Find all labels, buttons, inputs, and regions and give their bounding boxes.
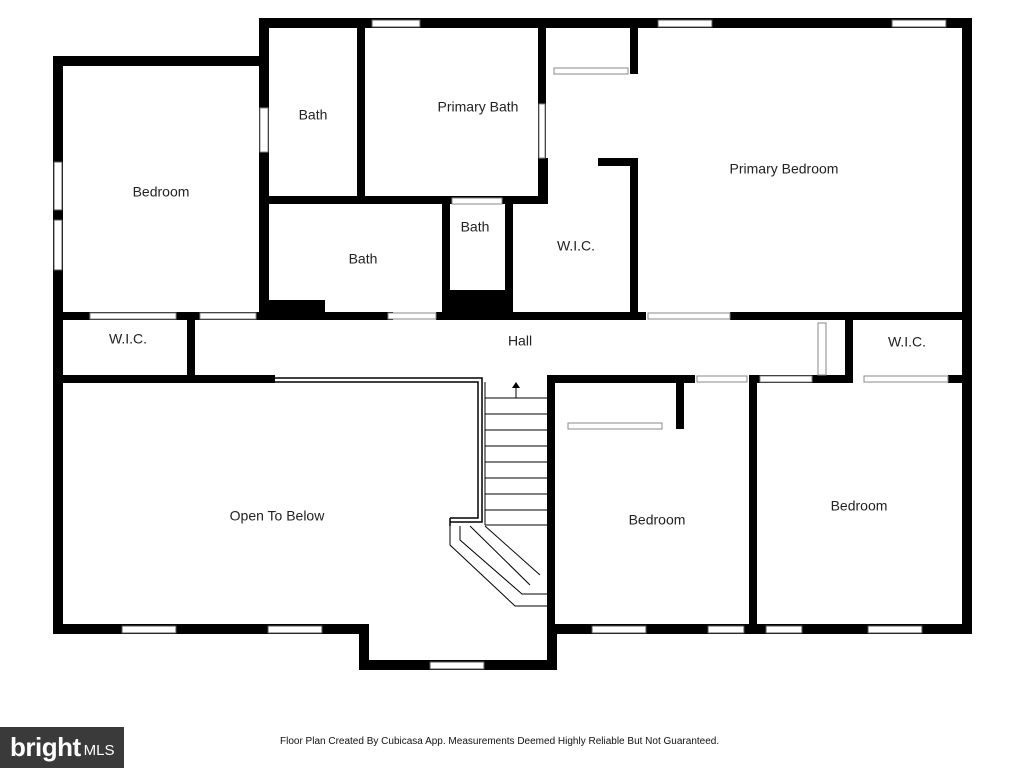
logo-brand-text: bright xyxy=(10,732,81,762)
stair-direction-arrow xyxy=(512,382,520,398)
floor-plan: Bedroom Bath Primary Bath Primary Bedroo… xyxy=(53,18,972,670)
room-labels: Bedroom Bath Primary Bath Primary Bedroo… xyxy=(109,99,926,528)
openings xyxy=(89,67,949,430)
room-label-bath-middle: Bath xyxy=(349,251,378,267)
floor-plan-disclaimer: Floor Plan Created By Cubicasa App. Meas… xyxy=(280,736,720,747)
logo-suffix-text: MLS xyxy=(83,742,115,759)
room-label-bath-small: Bath xyxy=(461,219,490,235)
stairs xyxy=(449,382,547,607)
room-label-bedroom-south-east: Bedroom xyxy=(831,498,888,514)
room-label-wic-west: W.I.C. xyxy=(109,331,147,347)
room-label-bedroom-south-mid: Bedroom xyxy=(629,512,686,528)
bright-mls-logo: bright MLS xyxy=(0,727,124,768)
interior-walls xyxy=(53,28,972,633)
room-label-wic-east: W.I.C. xyxy=(888,334,926,350)
room-label-primary-bedroom: Primary Bedroom xyxy=(730,161,839,177)
railing xyxy=(275,377,483,526)
room-label-wic-primary: W.I.C. xyxy=(557,238,595,254)
room-label-primary-bath: Primary Bath xyxy=(438,99,519,115)
room-label-bath-north: Bath xyxy=(299,107,328,123)
room-label-bedroom-west: Bedroom xyxy=(133,184,190,200)
room-label-open-to-below: Open To Below xyxy=(230,508,326,524)
windows xyxy=(53,19,947,670)
room-label-hall: Hall xyxy=(508,333,532,349)
